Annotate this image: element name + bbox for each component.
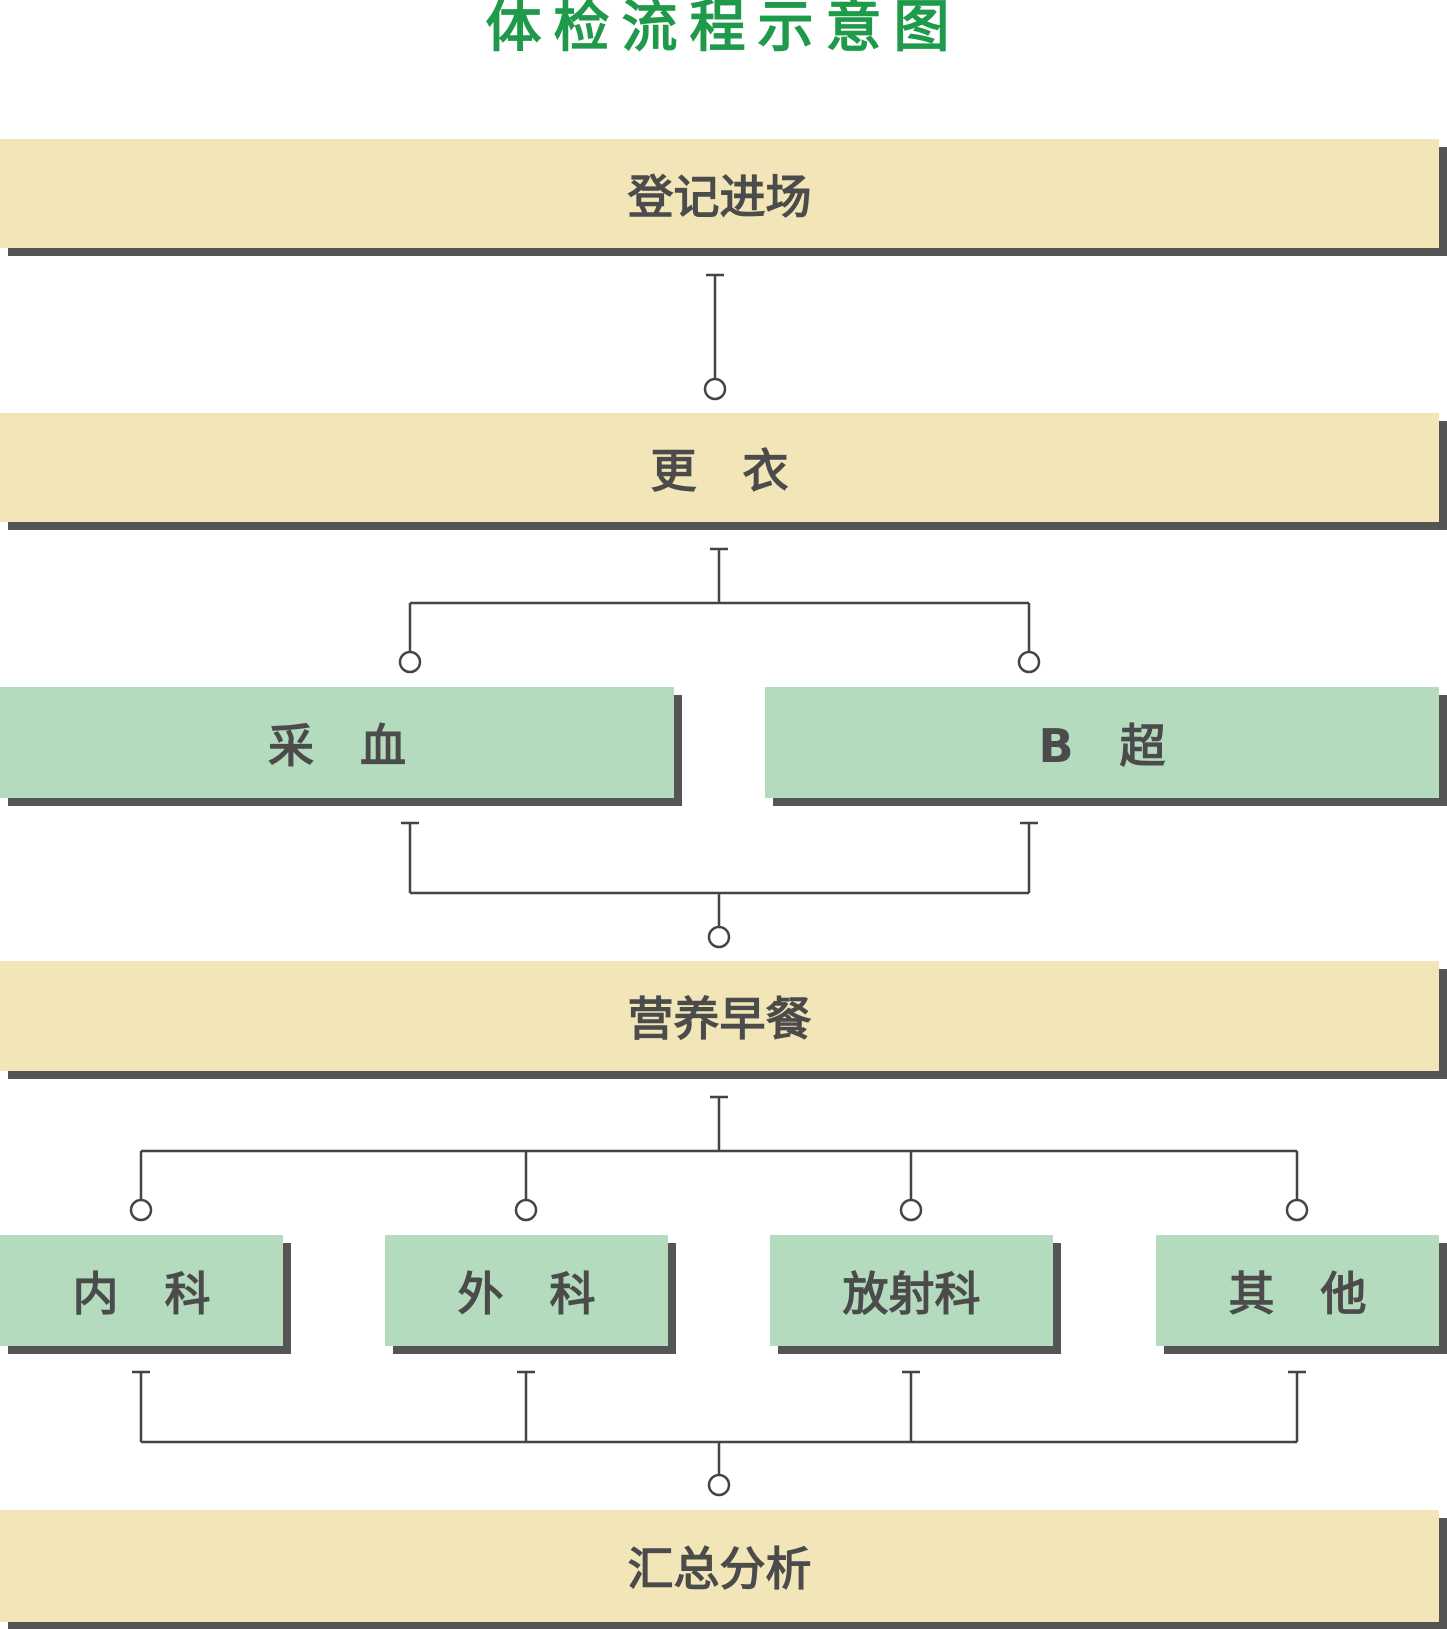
connector-breakfast-split (129, 1095, 1309, 1222)
step-internal-medicine: 内 科 (0, 1235, 283, 1346)
connector-register-to-change (703, 273, 727, 401)
connector-merge-to-breakfast (401, 821, 1038, 949)
connector-merge-to-summary (132, 1370, 1306, 1497)
connector-change-split (398, 547, 1041, 674)
step-other: 其 他 (1156, 1235, 1439, 1346)
step-radiology: 放射科 (770, 1235, 1053, 1346)
diagram-title: 体检流程示意图 (485, 0, 962, 60)
step-breakfast: 营养早餐 (0, 961, 1439, 1071)
step-register: 登记进场 (0, 139, 1439, 248)
step-ultrasound: B 超 (765, 687, 1439, 798)
step-change-clothes: 更 衣 (0, 413, 1439, 522)
step-blood-draw: 采 血 (0, 687, 674, 798)
step-surgery: 外 科 (385, 1235, 668, 1346)
step-summary: 汇总分析 (0, 1510, 1439, 1622)
